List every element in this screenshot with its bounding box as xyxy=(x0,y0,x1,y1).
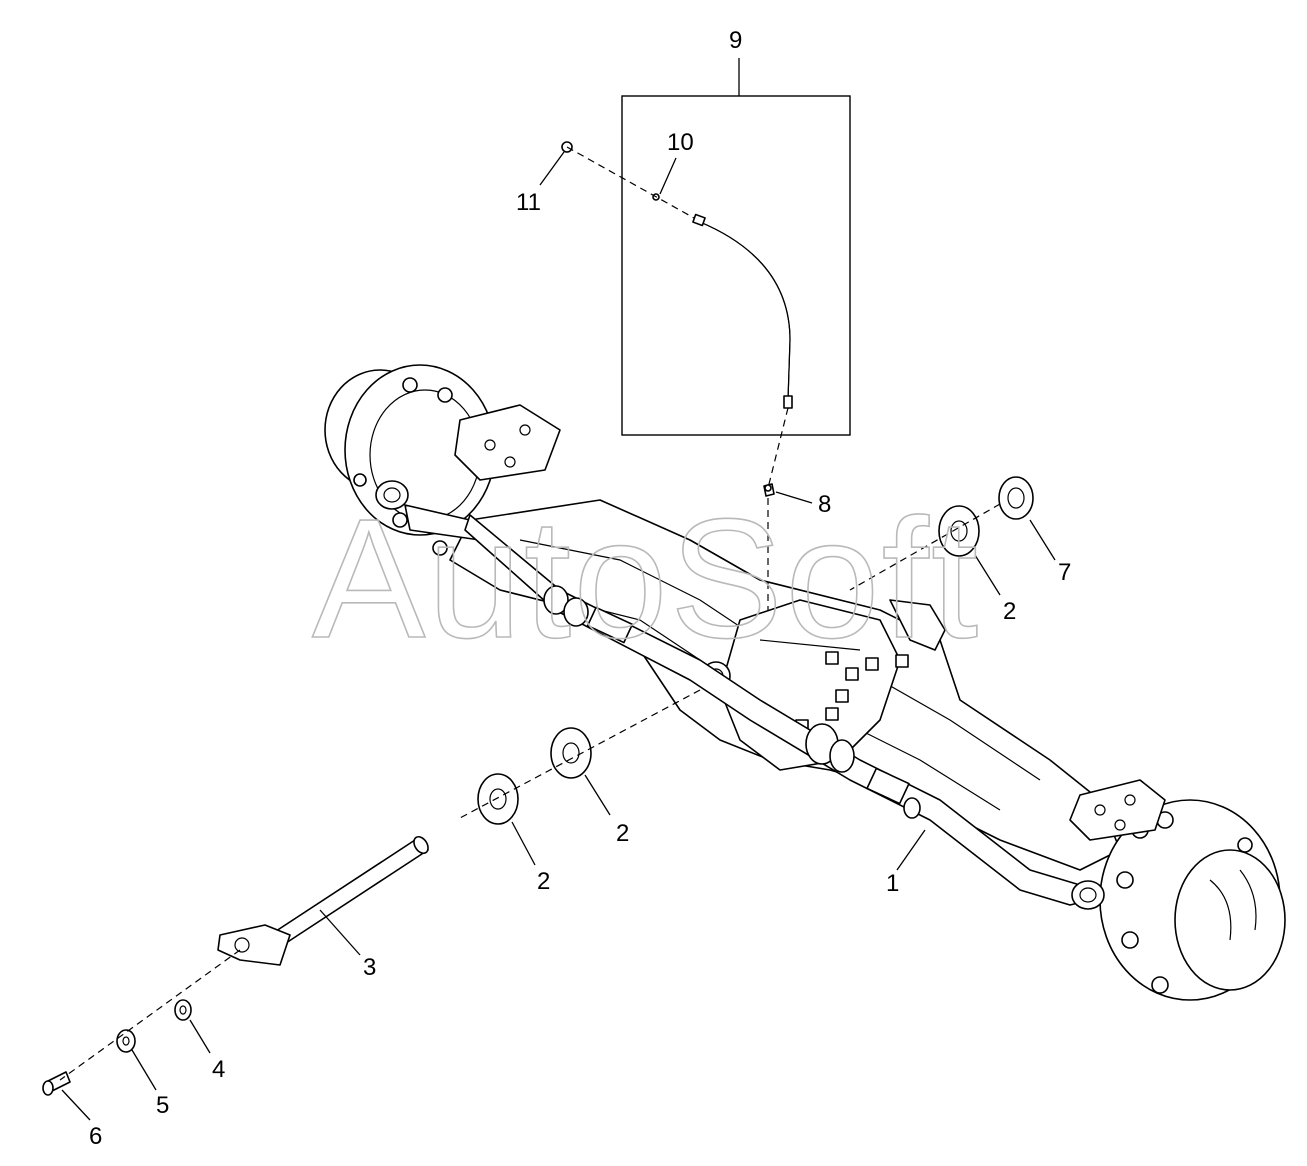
right-wheel-hub xyxy=(1069,779,1286,1001)
washer-2-lower xyxy=(477,773,519,825)
callout-2-lower: 2 xyxy=(537,868,550,895)
callout-7: 7 xyxy=(1058,559,1071,586)
left-wheel-hub xyxy=(324,364,561,556)
washer-5 xyxy=(116,1029,136,1053)
callout-2-mid: 2 xyxy=(616,820,629,847)
callout-4: 4 xyxy=(212,1056,225,1083)
leader-lines xyxy=(61,58,1056,1121)
left-tie-rod-end xyxy=(375,480,481,541)
callout-9: 9 xyxy=(729,27,742,54)
nut xyxy=(174,999,192,1021)
bolt xyxy=(42,1071,71,1096)
callout-5: 5 xyxy=(156,1092,169,1119)
kit-box xyxy=(621,95,851,436)
callout-2-right: 2 xyxy=(1003,598,1016,625)
watermark: AutoSoft xyxy=(312,484,980,674)
assembly-lines xyxy=(59,146,1001,1081)
callout-1: 1 xyxy=(886,870,899,897)
pivot-pin xyxy=(217,835,429,966)
washer-2-right xyxy=(938,505,980,557)
washer-2-mid xyxy=(550,727,592,779)
callout-6: 6 xyxy=(89,1123,102,1150)
callout-11: 11 xyxy=(516,189,541,216)
lube-hose xyxy=(692,213,793,409)
callout-3: 3 xyxy=(363,954,376,981)
callout-10: 10 xyxy=(667,129,694,156)
thrust-washer xyxy=(998,476,1034,520)
callout-8: 8 xyxy=(818,491,831,518)
